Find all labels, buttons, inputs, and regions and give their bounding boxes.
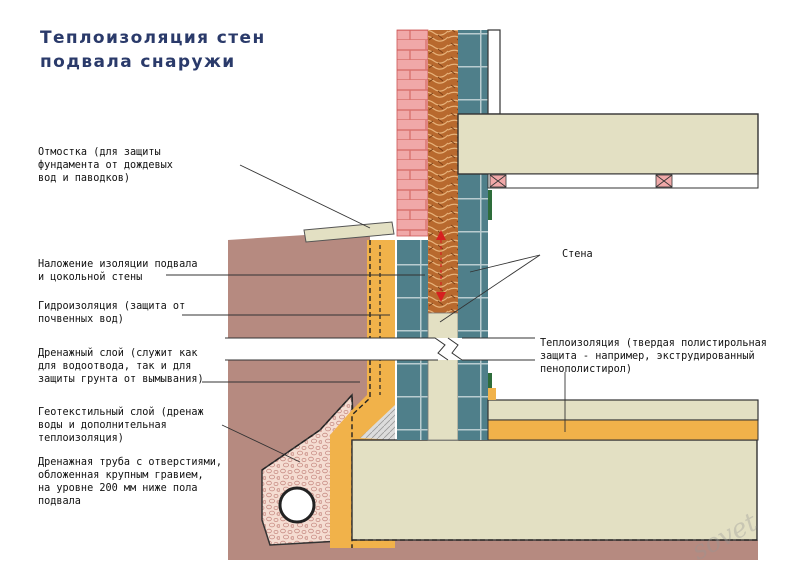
label-stena: Стена [562, 249, 593, 260]
brick-facade [396, 29, 429, 237]
break-band [225, 338, 535, 360]
wood-insulation [428, 30, 458, 313]
diagram-title-line2: подвала снаружи [40, 52, 236, 72]
upper-beam [487, 29, 501, 115]
red-arrow-bottom [436, 292, 446, 302]
leader-lines [166, 164, 566, 463]
drainage-pipe [278, 486, 316, 524]
floor-slab [457, 113, 759, 175]
foundation-slab [351, 439, 758, 541]
footing-wedge [360, 405, 395, 440]
inner-block-column [458, 30, 488, 440]
red-arrow-top [436, 230, 446, 240]
break-line [225, 337, 535, 361]
diagram-title-line1: Теплоизоляция стен [40, 28, 266, 48]
trim-bottom [488, 373, 492, 398]
label-drenazhnaya-truba: Дренажная труба с отверстиями,обложенная… [38, 457, 223, 507]
joist-marker-2 [655, 174, 673, 188]
wall-core [427, 312, 459, 441]
joist-marker-1 [489, 174, 507, 188]
basement-floor-finish [487, 399, 759, 421]
trim-mid [488, 190, 492, 220]
basement-floor-insulation [487, 419, 759, 441]
joist-strip [487, 173, 759, 189]
